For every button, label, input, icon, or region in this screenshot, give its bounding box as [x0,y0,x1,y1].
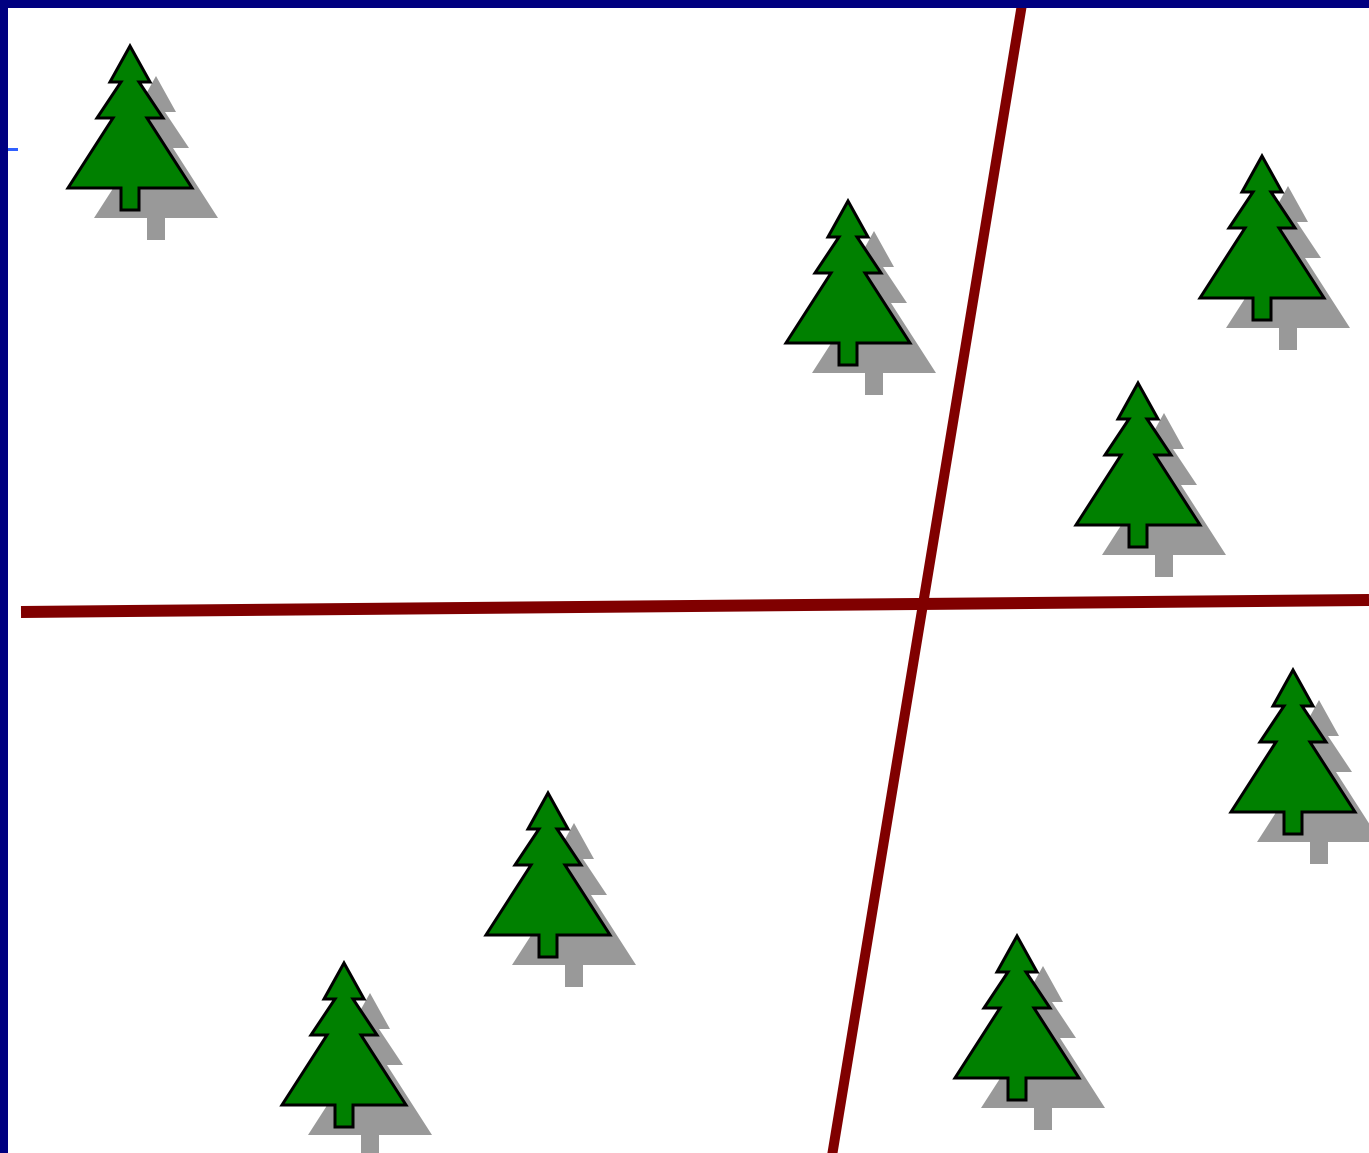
tree-top-left [68,46,218,240]
tree-upper-middle [786,201,936,395]
tree-bottom-left [282,963,432,1153]
vertical-divider-line [830,8,1023,1153]
tree-lower-right [1231,670,1369,864]
forest-scene [8,8,1369,1153]
tree-upper-right [1200,156,1350,350]
tree-lower-middle [486,793,636,987]
tree-bottom-right [955,936,1105,1130]
tree-right-middle [1076,383,1226,577]
slide-canvas [8,8,1369,1153]
horizontal-divider-line [21,600,1369,612]
